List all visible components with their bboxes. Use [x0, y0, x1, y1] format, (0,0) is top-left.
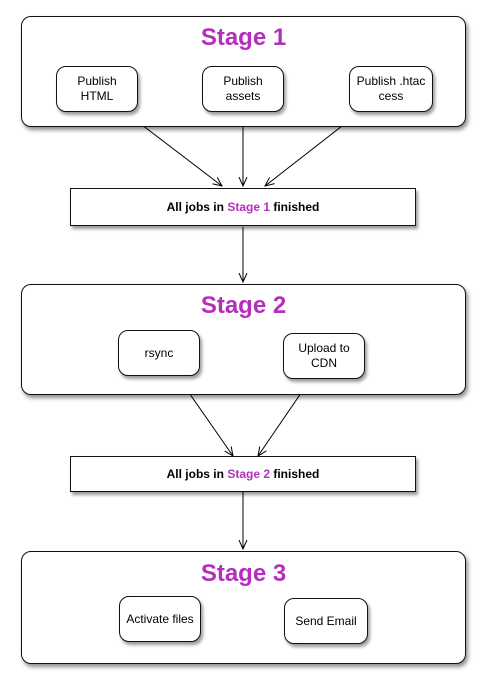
- job-publish-html: Publish HTML: [56, 66, 138, 112]
- gate-2-suffix: finished: [270, 467, 320, 481]
- gate-stage-2-finished: All jobs in Stage 2 finished: [70, 456, 416, 492]
- gate-1-prefix: All jobs in: [166, 200, 228, 214]
- stage-3-box: Stage 3: [21, 551, 466, 664]
- gate-1-stage: Stage 1: [227, 200, 270, 214]
- stage-1-title: Stage 1: [200, 24, 287, 51]
- job-activate-files: Activate files: [119, 596, 201, 642]
- job-rsync: rsync: [118, 330, 200, 376]
- stage-2-box: Stage 2: [21, 284, 466, 395]
- gate-2-prefix: All jobs in: [166, 467, 228, 481]
- gate-1-suffix: finished: [270, 200, 320, 214]
- stage-2-title: Stage 2: [200, 292, 287, 319]
- stage-3-title: Stage 3: [200, 560, 287, 587]
- job-publish-htaccess: Publish .htac cess: [349, 66, 433, 112]
- gate-2-stage: Stage 2: [227, 467, 270, 481]
- gate-stage-1-finished: All jobs in Stage 1 finished: [70, 188, 416, 226]
- job-publish-assets: Publish assets: [202, 66, 284, 112]
- job-send-email: Send Email: [284, 598, 368, 644]
- job-upload-to-cdn: Upload to CDN: [283, 333, 365, 379]
